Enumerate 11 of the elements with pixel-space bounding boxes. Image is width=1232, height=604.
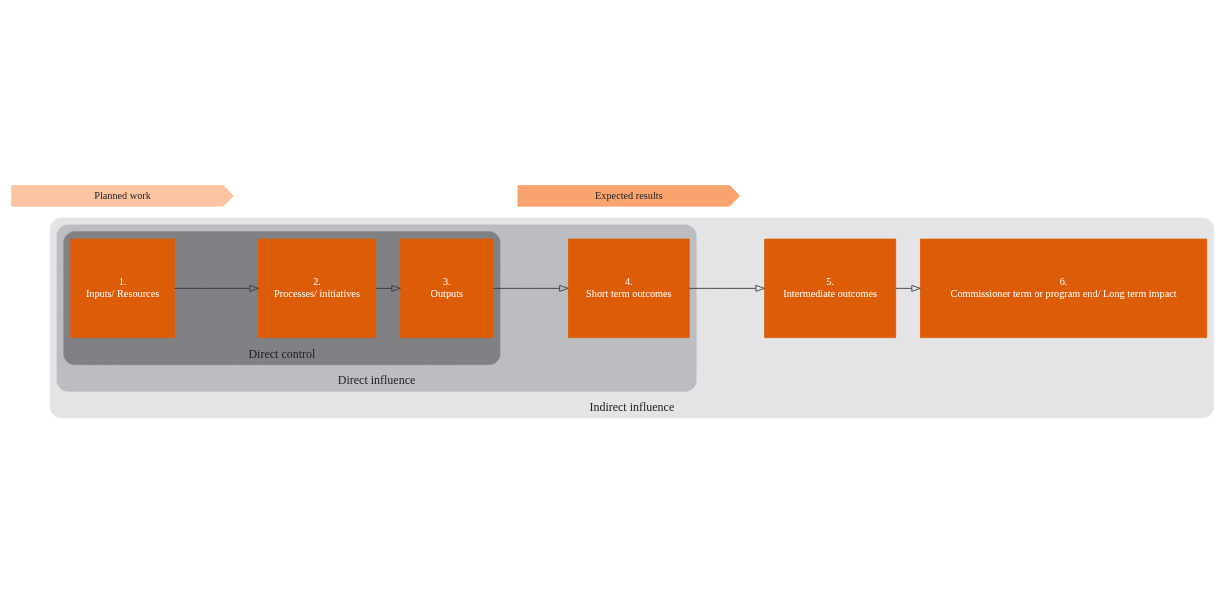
node-box: 1. Inputs/ Resources [70,238,175,338]
node-box: 4. Short term outcomes [568,238,690,338]
arrow [375,284,401,292]
node-box: 6. Commissioner term or program end/ Long term impact [920,238,1208,338]
arrow [895,284,921,292]
arrow [492,284,569,292]
node-box: 5. Intermediate outcomes [764,238,897,338]
arrow [174,284,259,292]
node-box: 3. Outputs [400,238,494,338]
node-box: 2. Processes/ initiatives [257,238,377,338]
arrow [688,284,765,292]
